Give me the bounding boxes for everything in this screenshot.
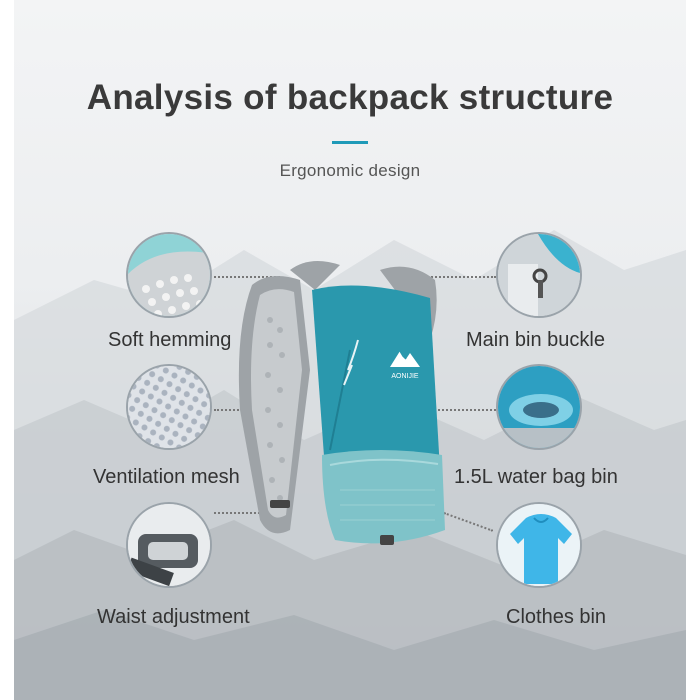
clothes-bin-label: Clothes bin: [506, 606, 607, 628]
soft-hemming-label: Soft hemming: [108, 329, 232, 351]
soft-hemming-image: [126, 232, 212, 318]
clothes-bin-image: [496, 502, 582, 588]
title-accent-bar: [332, 141, 368, 144]
waist-adjustment-label: Waist adjustment: [97, 606, 250, 628]
ventilation-mesh-image: [126, 364, 212, 450]
leader-line-waist-adjustment: [214, 512, 272, 514]
main-bin-buckle-label: Main bin buckle: [466, 329, 605, 351]
water-bag-bin-image: [496, 364, 582, 450]
leader-line-soft-hemming: [214, 276, 280, 278]
brand-logo-text: AONIJIE: [391, 373, 419, 380]
leader-line-main-bin-buckle: [420, 276, 496, 278]
water-bag-bin-label: 1.5L water bag bin: [454, 466, 618, 488]
page-subtitle: Ergonomic design: [279, 161, 421, 180]
waist-adjustment-image: [126, 502, 212, 588]
main-bin-buckle-image: [496, 232, 582, 318]
leader-line-water-bag-bin: [438, 409, 496, 411]
ventilation-mesh-label: Ventilation mesh: [93, 466, 240, 488]
backpack-illustration: AONIJIE: [230, 250, 470, 565]
page-title: Analysis of backpack structure: [86, 78, 614, 117]
